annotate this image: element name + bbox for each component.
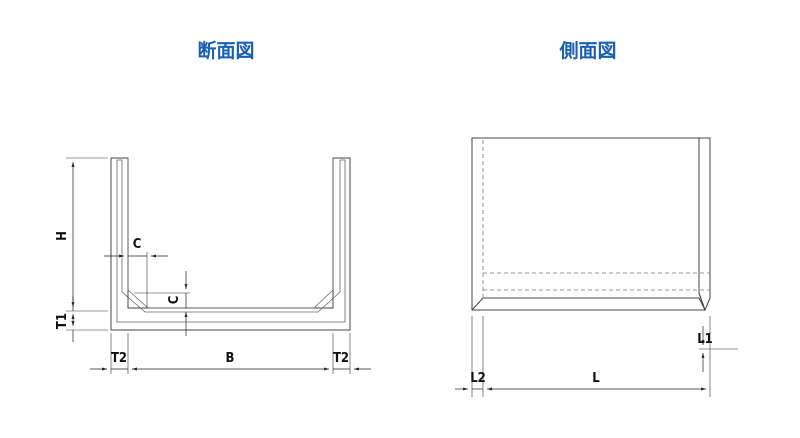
side-body-main [471, 137, 706, 311]
bottom-thickness-label: T1 [55, 313, 70, 329]
length-label: L [592, 371, 600, 386]
chamfer-vertical-dimension: C [134, 271, 190, 336]
side-body-right-end [698, 137, 711, 312]
section-view [110, 157, 351, 331]
length-dimensions: L2 L [455, 316, 711, 397]
height-dimension: H [55, 157, 108, 312]
offset-horizontal-label: L2 [470, 371, 486, 386]
chamfer-horizontal-dimension: C [104, 237, 168, 308]
chamfer-horizontal-label: C [133, 237, 142, 252]
width-dimensions: T2 B T2 [90, 333, 371, 374]
side-view-title: 側面図 [558, 40, 616, 62]
u-channel-inner-outline [116, 159, 346, 323]
section-view-title: 断面図 [197, 39, 254, 62]
u-channel-inner-cavity [127, 158, 334, 309]
inner-width-label: B [226, 351, 235, 366]
side-body-bottom-step [471, 297, 706, 311]
chamfer-vertical-label: C [167, 296, 182, 305]
side-view [471, 137, 711, 312]
height-label: H [55, 231, 70, 241]
wall-right-label: T2 [333, 351, 349, 366]
offset-vertical-dimension: L1 [697, 326, 738, 372]
wall-left-label: T2 [111, 351, 127, 366]
offset-vertical-label: L1 [697, 332, 713, 347]
bottom-thickness-dimension: T1 [55, 296, 108, 342]
